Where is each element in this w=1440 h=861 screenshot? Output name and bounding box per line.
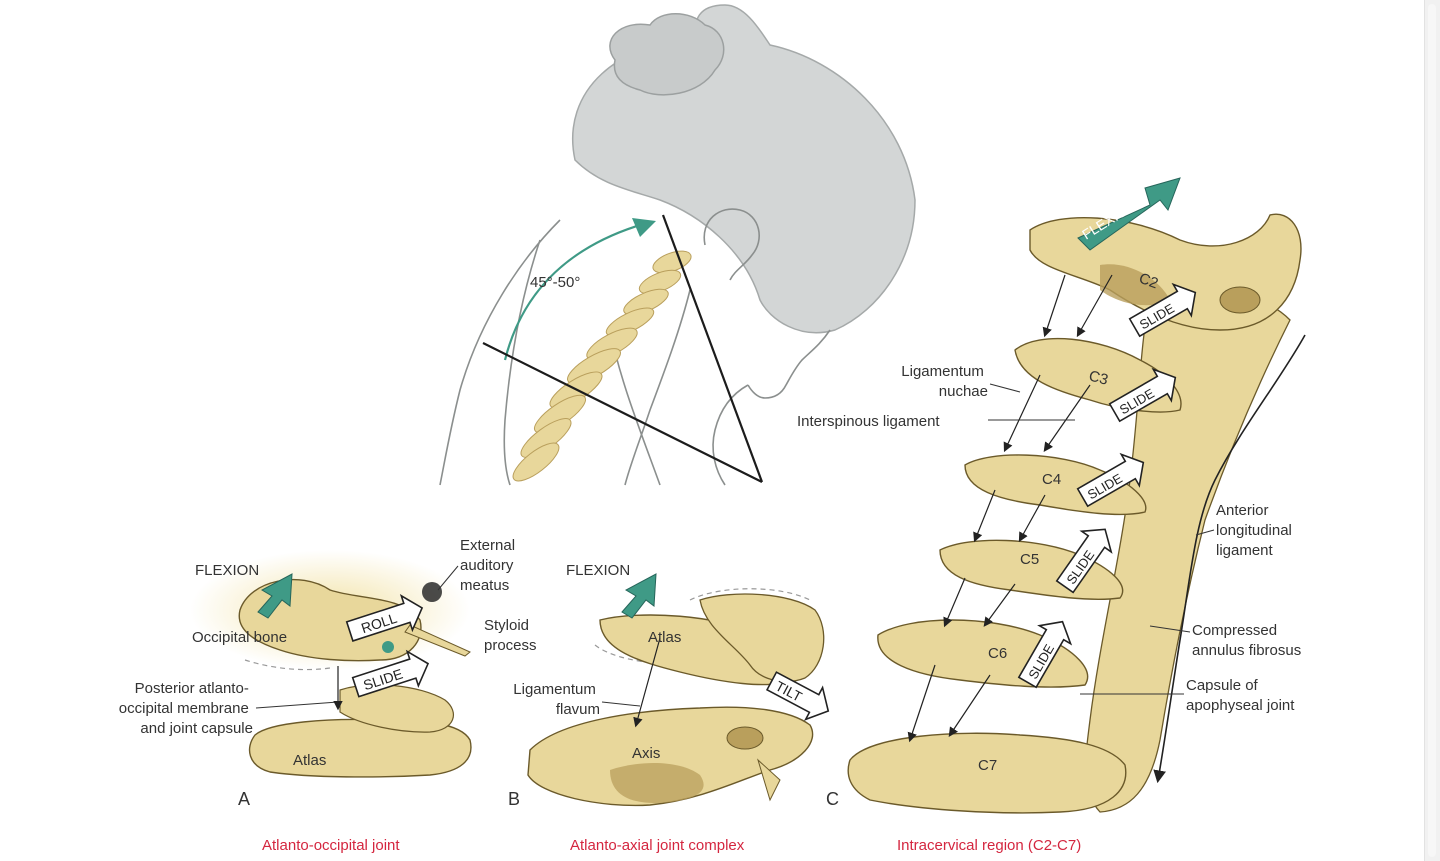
label-line: Anterior	[1216, 502, 1269, 519]
flexion-arrow-icon	[1077, 177, 1181, 251]
panel-a-caption: Atlanto-occipital joint	[262, 837, 400, 854]
panel-b-letter: B	[508, 789, 520, 809]
membrane-dash-b	[594, 644, 761, 666]
panel-c-caption: Intracervical region (C2-C7)	[897, 837, 1081, 854]
label-line: and joint capsule	[140, 720, 253, 737]
panel-a-letter: A	[238, 789, 250, 809]
axis-body-shade	[610, 763, 704, 804]
label-line: ligament	[1216, 542, 1274, 559]
label-atlas-b: Atlas	[648, 629, 681, 646]
label-anterior-ligament: Anterior longitudinal ligament	[1216, 502, 1296, 559]
leader-line	[1195, 529, 1215, 536]
label-styloid: Styloid process	[484, 617, 537, 654]
vertebra-label: C3	[1087, 367, 1110, 388]
label-line: Ligamentum	[901, 363, 984, 380]
ear-outline	[703, 208, 760, 281]
leader-line	[601, 701, 641, 707]
label-occipital-bone: Occipital bone	[192, 629, 287, 646]
c2-foramen	[1219, 286, 1261, 314]
vertebra-label: C4	[1042, 471, 1061, 488]
leader-line	[255, 701, 339, 709]
label-line: auditory	[460, 557, 514, 574]
angle-label: 45°-50°	[530, 274, 580, 291]
back-outline	[439, 219, 561, 486]
vertebra-label: C5	[1020, 551, 1039, 568]
axis-foramen	[726, 726, 764, 750]
vertebra-label: C7	[978, 757, 997, 774]
head-illustration: 45°-50°	[439, 4, 916, 486]
flexion-arc	[503, 223, 641, 361]
shoulder-line	[503, 239, 541, 486]
flexion-arrow-icon	[621, 573, 657, 619]
label-capsule: Capsule of apophyseal joint	[1186, 677, 1295, 714]
flexion-arrow-icon	[257, 573, 293, 619]
label-line: flavum	[556, 701, 600, 718]
label-line: Capsule of	[1186, 677, 1259, 694]
label-line: External	[460, 537, 515, 554]
panel-a: FLEXION ROLL SLIDE Occipital bone Extern…	[119, 537, 537, 854]
ligament-arrow-icon	[633, 637, 661, 728]
occipital-condyle	[382, 641, 394, 653]
panel-b-flexion: FLEXION	[566, 562, 630, 579]
panel-a-flexion: FLEXION	[195, 562, 259, 579]
label-line: apophyseal joint	[1186, 697, 1295, 714]
label-line: occipital membrane	[119, 700, 249, 717]
label-external-meatus: External auditory meatus	[460, 537, 519, 594]
panel-b-caption: Atlanto-axial joint complex	[570, 837, 745, 854]
label-line: annulus fibrosus	[1192, 642, 1301, 659]
meatus-dot	[422, 582, 442, 602]
label-interspinous: Interspinous ligament	[797, 413, 940, 430]
chin-outline	[712, 384, 749, 486]
leader-line	[1149, 625, 1191, 633]
c2-shade	[1100, 264, 1170, 306]
label-line: longitudinal	[1216, 522, 1292, 539]
panel-b: FLEXION TILT Atlas Axis Ligamentum flavu…	[508, 562, 830, 854]
label-ligamentum-nuchae: Ligamentum nuchae	[901, 363, 988, 400]
scrollbar-thumb[interactable]	[1428, 4, 1436, 857]
label-posterior-membrane: Posterior atlanto- occipital membrane an…	[119, 680, 253, 737]
vertebra-label: C2	[1137, 270, 1161, 293]
vertebra-label: C6	[988, 645, 1007, 662]
angle-lines	[482, 214, 764, 483]
label-line: Ligamentum	[513, 681, 596, 698]
label-annulus: Compressed annulus fibrosus	[1192, 622, 1301, 659]
label-atlas-a: Atlas	[293, 752, 326, 769]
leader-line	[437, 565, 459, 591]
hair-bun	[609, 13, 725, 96]
panel-c-letter: C	[826, 789, 839, 809]
styloid-process-shape	[404, 624, 471, 657]
label-axis-b: Axis	[632, 745, 660, 762]
membrane-dash-b2	[689, 588, 811, 601]
label-ligamentum-flavum: Ligamentum flavum	[513, 681, 600, 718]
face-outline	[747, 329, 831, 399]
label-line: nuchae	[939, 383, 988, 400]
atlas-bone-a	[248, 718, 472, 778]
atlas-lateral-b	[699, 593, 825, 683]
page-scrollbar[interactable]	[1424, 0, 1440, 861]
axis-spine	[757, 758, 781, 802]
vertebra-c7	[847, 732, 1127, 814]
label-line: Compressed	[1192, 622, 1277, 639]
label-line: process	[484, 637, 537, 654]
label-line: Styloid	[484, 617, 529, 634]
neck-front	[624, 289, 691, 486]
leader-line	[989, 383, 1021, 393]
flexion-arc-head	[632, 218, 656, 237]
ligament-arrow-icon	[907, 274, 1113, 743]
label-line: Posterior atlanto-	[135, 680, 249, 697]
anterior-ligament-line	[1153, 334, 1306, 784]
label-line: meatus	[460, 577, 509, 594]
